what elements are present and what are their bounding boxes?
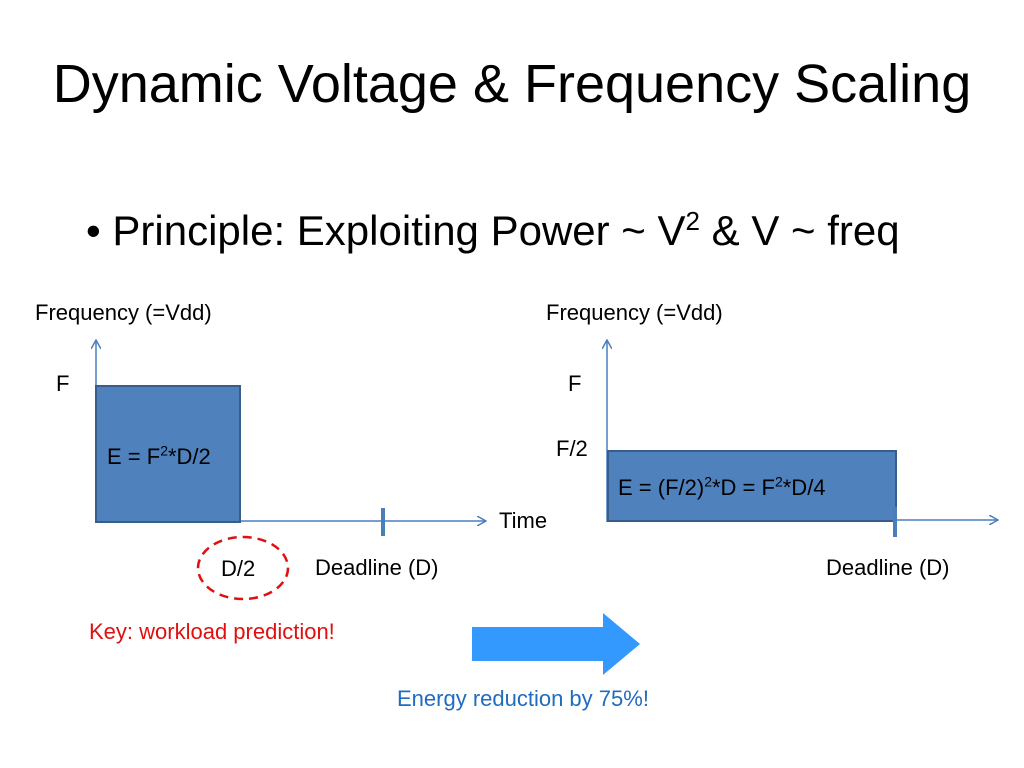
bullet-superscript: 2 <box>685 206 700 236</box>
energy-reduction-arrow <box>472 613 640 675</box>
slide-title: Dynamic Voltage & Frequency Scaling <box>52 54 972 114</box>
left-energy-box <box>95 385 241 523</box>
left-f-label: F <box>56 371 70 396</box>
bullet-text: Principle: Exploiting Power ~ V2 & V ~ f… <box>112 207 899 254</box>
left-energy-equation: E = F2*D/2 <box>107 444 211 470</box>
bullet-text-after: & V ~ freq <box>699 207 900 254</box>
right-y-axis-label: Frequency (=Vdd) <box>546 300 723 325</box>
right-eq-sup2: 2 <box>774 473 783 490</box>
left-y-axis-label: Frequency (=Vdd) <box>35 300 212 325</box>
key-note: Key: workload prediction! <box>89 619 335 644</box>
right-energy-equation: E = (F/2)2*D = F2*D/4 <box>618 475 826 501</box>
energy-reduction-note: Energy reduction by 75%! <box>397 686 649 711</box>
right-eq-part2: *D = F <box>711 475 775 500</box>
principle-bullet: • Principle: Exploiting Power ~ V2 & V ~… <box>86 204 900 258</box>
right-eq-part1: E = (F/2) <box>618 475 705 500</box>
bullet-text-before: Principle: Exploiting Power ~ V <box>112 207 686 254</box>
right-eq-part3: *D/4 <box>782 475 826 500</box>
left-eq-suffix: *D/2 <box>167 444 211 469</box>
left-eq-prefix: E = F <box>107 444 161 469</box>
right-energy-box <box>607 450 897 522</box>
left-eq-sup: 2 <box>160 442 168 459</box>
right-deadline-label: Deadline (D) <box>826 555 950 580</box>
time-axis-label: Time <box>499 508 548 533</box>
right-f2-label: F/2 <box>556 436 588 461</box>
left-deadline-label: Deadline (D) <box>315 555 439 580</box>
bullet-marker: • <box>86 207 101 254</box>
d2-highlight-circle <box>196 535 290 601</box>
right-f-label: F <box>568 371 582 396</box>
right-eq-sup1: 2 <box>704 473 712 490</box>
d2-label: D/2 <box>221 556 256 581</box>
